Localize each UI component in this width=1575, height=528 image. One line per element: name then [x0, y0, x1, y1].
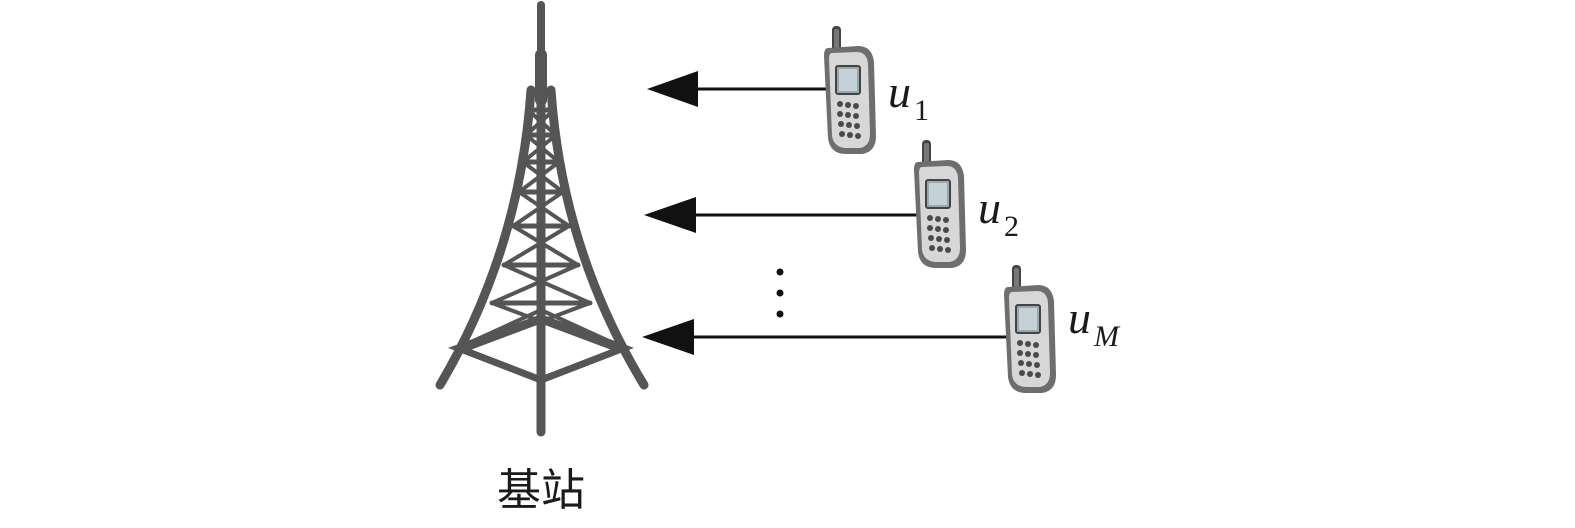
- mobile-phone-icon: [1003, 265, 1057, 394]
- uplink-arrow-2: [644, 197, 918, 233]
- user-label-1: u 1: [888, 66, 929, 127]
- mobile-phone-icon: [823, 26, 877, 155]
- svg-text:u: u: [1068, 292, 1091, 343]
- base-station-label: 基站: [497, 465, 585, 516]
- user-label-2: u 2: [978, 182, 1019, 243]
- mobile-phone-icon: [913, 140, 967, 269]
- uplink-arrow-m: [642, 319, 1008, 355]
- vertical-ellipsis-icon: [776, 268, 784, 318]
- svg-text:2: 2: [1004, 210, 1019, 243]
- svg-text:u: u: [888, 66, 911, 117]
- svg-text:M: M: [1093, 320, 1121, 353]
- user-label-m: u M: [1068, 292, 1121, 353]
- svg-text:1: 1: [914, 94, 929, 127]
- svg-text:u: u: [978, 182, 1001, 233]
- uplink-arrow-1: [647, 71, 830, 107]
- radio-tower-icon: [435, 1, 649, 437]
